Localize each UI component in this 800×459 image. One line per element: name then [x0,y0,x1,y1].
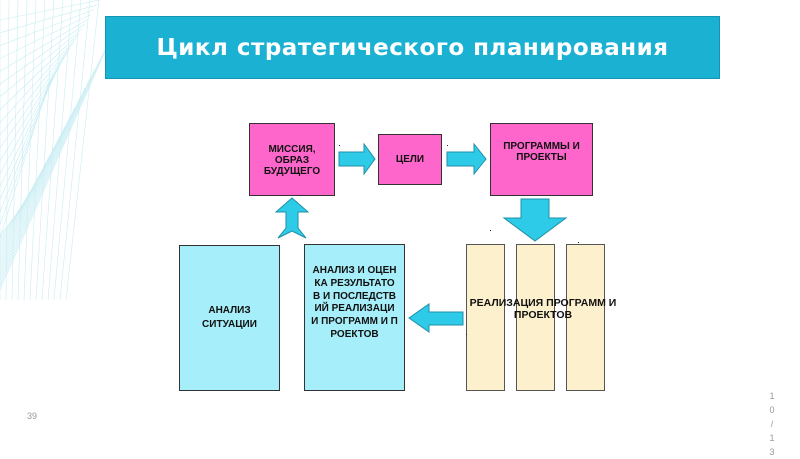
arrow-mission-to-goals [338,142,376,176]
page-indicator-char: / [770,419,774,429]
programs-box: ПРОГРАММЫ И ПРОЕКТЫ [490,123,593,196]
marker-dot [490,230,491,231]
situation-label: АНАЛИЗ СИТУАЦИИ [202,305,257,330]
realization-column-3 [566,244,605,391]
marker-dot [339,145,340,146]
marker-dot [466,334,467,335]
analysis-label: АНАЛИЗ И ОЦЕНКА РЕЗУЛЬТАТО В И ПОСЛЕДСТВ… [311,265,398,340]
slide-number: 39 [27,411,38,421]
realization-column-2 [516,244,555,391]
mission-label: МИССИЯ, ОБРАЗ БУДУЩЕГО [263,144,321,177]
realization-label: РЕАЛИЗАЦИЯ ПРОГРАММ И ПРОЕКТОВ [469,297,617,321]
marker-dot [447,145,448,146]
arrow-programs-to-realization [502,198,568,242]
page-indicator-char: 1 [769,433,775,443]
mission-box: МИССИЯ, ОБРАЗ БУДУЩЕГО [249,123,335,196]
page-indicator-char: 0 [769,405,775,415]
marker-dot [578,242,579,243]
situation-box: АНАЛИЗ СИТУАЦИИ [179,245,280,391]
wireframe-decoration [0,0,111,300]
goals-box: ЦЕЛИ [378,134,442,185]
arrow-goals-to-programs [446,142,487,176]
goals-label: ЦЕЛИ [395,154,425,165]
title-bar: Цикл стратегического планирования [105,16,720,79]
realization-column-1 [466,244,505,391]
page-indicator-char: 3 [769,447,775,457]
programs-label: ПРОГРАММЫ И ПРОЕКТЫ [503,141,580,163]
arrow-situation-to-mission [274,197,310,239]
page-indicator-char: 1 [769,391,775,401]
analysis-box: АНАЛИЗ И ОЦЕНКА РЕЗУЛЬТАТО В И ПОСЛЕДСТВ… [304,244,405,391]
slide-title: Цикл стратегического планирования [156,34,669,61]
